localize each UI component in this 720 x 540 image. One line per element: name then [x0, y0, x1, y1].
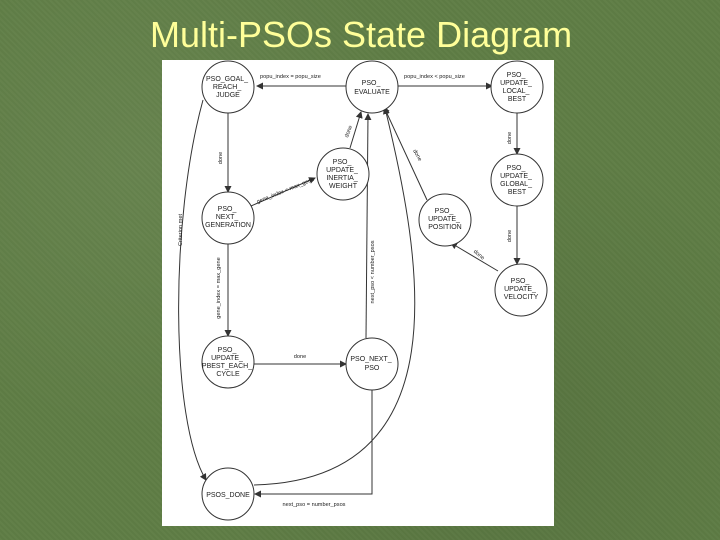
edge-label-popu-lt: popu_index < popu_size — [404, 74, 465, 80]
state-update-pbest-each-cycle — [201, 335, 255, 389]
label-local: PSO_ UPDATE_ LOCAL_ BEST — [500, 72, 534, 103]
label-eval: PSO_ EVALUATE — [354, 80, 390, 96]
label-done: PSOS_DONE — [206, 492, 250, 499]
label-vel: PSO_ UPDATE_ VELOCITY — [504, 278, 539, 301]
edge-inertia-to-eval — [349, 111, 363, 149]
state-update-velocity — [494, 263, 548, 317]
edge-label-done-global-vel: done — [507, 230, 513, 242]
edge-next-to-inertia — [250, 177, 316, 207]
label-inertia: PSO_ UPDATE_ INERTIA_ WEIGHT — [326, 159, 360, 190]
label-goal: PSO_GOAL_ REACH_ JUDGE — [206, 76, 250, 99]
edge-label-gene-eq: gene_index = max_gene — [216, 257, 222, 318]
state-diagram: PSO_GOAL_ REACH_ JUDGE PSO_ EVALUATE PSO… — [178, 60, 548, 521]
edge-label-done-goal-next: done — [218, 152, 224, 164]
state-goal-reach-judge — [201, 60, 255, 114]
edge-nextpso-to-done — [254, 390, 373, 498]
edge-pos-to-eval — [383, 106, 428, 201]
state-update-inertia-weight — [316, 147, 370, 201]
state-next-generation — [201, 191, 255, 245]
state-update-local-best — [490, 60, 544, 114]
edge-label-done-local-global: done — [507, 132, 513, 144]
edge-label-done-pos-eval: done — [411, 149, 422, 163]
state-next-pso — [345, 337, 399, 391]
edge-label-next-pso-lt: next_pso < number_psos — [370, 240, 376, 303]
label-pbest: PSO_ UPDATE_ PBEST_EACH_ CYCLE — [202, 347, 254, 378]
edge-goal-to-done — [178, 99, 207, 481]
state-evaluate — [345, 60, 399, 114]
edge-label-gene-lt: gene_index < max_gene — [256, 177, 315, 206]
edge-vel-to-pos — [450, 242, 499, 272]
edge-label-popu-eq: popu_index = popu_size — [260, 74, 321, 80]
edge-done-to-eval — [253, 107, 416, 486]
slide-title: Multi-PSOs State Diagram — [150, 14, 573, 55]
state-update-position — [418, 193, 472, 247]
label-next: PSO_ NEXT_ GENERATION — [205, 206, 251, 229]
label-global: PSO_ UPDATE_ GLOBAL_ BEST — [500, 165, 534, 196]
edge-label-done-pbest-nextpso: done — [294, 354, 306, 360]
label-pos: PSO_ UPDATE_ POSITION — [428, 208, 462, 231]
state-psos-done — [201, 467, 255, 521]
state-update-global-best — [490, 153, 544, 207]
state-diagram-panel: PSO_GOAL_ REACH_ JUDGE PSO_ EVALUATE PSO… — [162, 60, 554, 526]
edge-label-done-inertia-eval: done — [344, 125, 354, 139]
edge-label-next-pso-eq: next_pso = number_psos — [283, 502, 346, 508]
edge-nextpso-to-eval — [364, 113, 372, 339]
edge-label-criterion-met: Criterion met — [178, 214, 184, 246]
label-nextpso: PSO_NEXT_ PSO — [350, 356, 393, 372]
